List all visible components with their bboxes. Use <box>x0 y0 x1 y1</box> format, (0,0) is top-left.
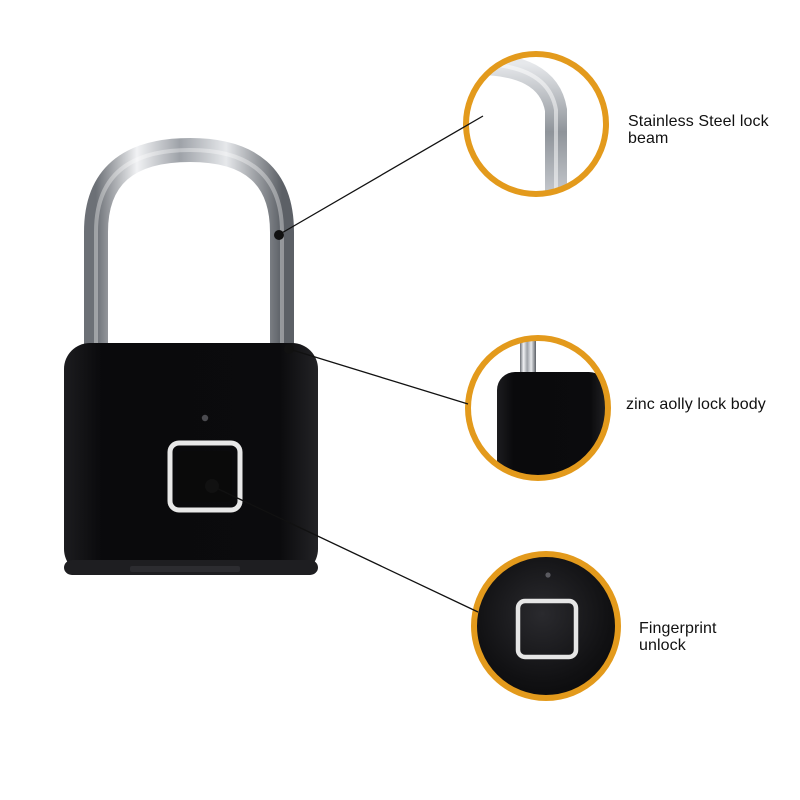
fingerprint-callout: Fingerprint unlock <box>639 620 717 654</box>
shackle <box>84 137 294 350</box>
beam-callout: Stainless Steel lock beam <box>628 113 769 147</box>
shackle-zoom <box>463 51 609 197</box>
beam-callout-line2: beam <box>628 130 669 147</box>
padlock-image <box>64 137 318 575</box>
fingerprint-sensor <box>167 440 243 513</box>
fingerprint-callout-line1: Fingerprint <box>639 620 717 637</box>
connector-lines <box>205 115 484 613</box>
fingerprint-callout-line2: unlock <box>639 637 686 654</box>
body-callout-text: zinc aolly lock body <box>626 396 766 413</box>
sensor-zoom <box>471 551 621 701</box>
status-led <box>201 414 209 422</box>
body-zoom <box>465 335 611 481</box>
beam-callout-line1: Stainless Steel lock <box>628 113 769 130</box>
body-callout: zinc aolly lock body <box>626 396 766 413</box>
